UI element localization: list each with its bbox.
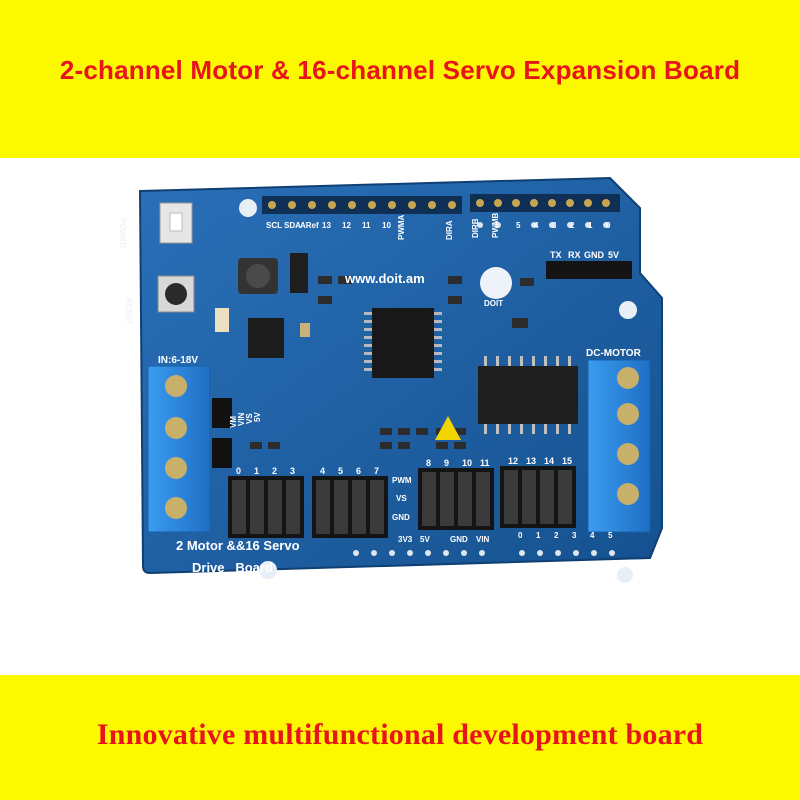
- serial-label-5v: 5V: [608, 250, 619, 260]
- jumper-label: 5V: [253, 412, 262, 422]
- board-illustration: www.doit.am DOIT POWER RESET IN:6-18V DC…: [118, 176, 663, 583]
- top-pin-label: 5: [516, 221, 521, 230]
- esd-symbol: [435, 416, 461, 440]
- top-header-left: [262, 196, 462, 214]
- analog-pin-label: 4: [590, 531, 595, 540]
- jumper-label: VM: [229, 416, 238, 428]
- mount-hole: [619, 301, 637, 319]
- power-pin-label: 3V3: [398, 535, 413, 544]
- analog-pin-label: 2: [554, 531, 559, 540]
- serial-label-rx: RX: [568, 250, 581, 260]
- diode: [290, 253, 308, 293]
- pad-row: [477, 222, 609, 228]
- servo-channel-label: 12: [508, 456, 518, 466]
- silkscreen-line-1: 2 Motor &&16 Servo: [176, 538, 300, 553]
- regulator-chip: [248, 318, 284, 358]
- servo-channel-label: 9: [444, 458, 449, 468]
- silkscreen-line-2: Drive Board: [192, 560, 273, 575]
- servo-channel-label: 7: [374, 466, 379, 476]
- doit-logo: [480, 267, 512, 299]
- serial-label-tx: TX: [550, 250, 562, 260]
- top-pin-label: 11: [362, 221, 371, 230]
- analog-pin-label: 5: [608, 531, 613, 540]
- bottom-pads: [353, 550, 615, 556]
- voltage-jumpers: [212, 398, 232, 468]
- top-pin-label: SCL: [266, 221, 282, 230]
- analog-pin-label: 1: [536, 531, 541, 540]
- top-pin-label: 1: [588, 221, 593, 230]
- servo-channel-label: 0: [236, 466, 241, 476]
- motor-terminal-block: [587, 359, 651, 533]
- servo-channel-label: 14: [544, 456, 554, 466]
- input-voltage-label: IN:6-18V: [158, 355, 198, 366]
- top-header-right: [470, 194, 620, 212]
- servo-row-vs: VS: [396, 494, 407, 503]
- product-photo: www.doit.am DOIT POWER RESET IN:6-18V DC…: [0, 158, 800, 675]
- reset-label: RESET: [124, 298, 133, 325]
- servo-channel-label: 15: [562, 456, 572, 466]
- servo-channel-label: 6: [356, 466, 361, 476]
- top-pin-label: ARef: [300, 221, 319, 230]
- dc-motor-label: DC-MOTOR: [586, 348, 642, 359]
- servo-channel-label: 13: [526, 456, 536, 466]
- top-pin-label: PWMA: [397, 214, 406, 240]
- logo-text: DOIT: [484, 299, 503, 308]
- jumper-label: VIN: [237, 412, 246, 426]
- servo-channel-label: 11: [480, 458, 490, 468]
- jumper-label: VS: [245, 413, 254, 424]
- power-pin-label: VIN: [476, 535, 490, 544]
- power-pin-label: GND: [450, 535, 468, 544]
- serial-label-gnd: GND: [584, 250, 605, 260]
- servo-row-pwm: PWM: [392, 476, 412, 485]
- top-pin-label: 4: [534, 221, 539, 230]
- servo-channel-label: 8: [426, 458, 431, 468]
- top-pin-label: PWMB: [491, 212, 500, 238]
- analog-pin-label: 3: [572, 531, 577, 540]
- top-pin-label: 13: [322, 221, 331, 230]
- serial-header: [546, 261, 632, 279]
- analog-pin-label: 0: [518, 531, 523, 540]
- power-switch: [159, 202, 193, 244]
- servo-channel-label: 4: [320, 466, 325, 476]
- banner-tagline: Innovative multifunctional development b…: [96, 717, 704, 751]
- power-terminal-block: [147, 365, 211, 533]
- servo-channel-label: 10: [462, 458, 472, 468]
- top-pin-label: DIRB: [471, 218, 480, 238]
- servo-channel-label: 5: [338, 466, 343, 476]
- banner-title: 2-channel Motor & 16-channel Servo Expan…: [59, 54, 741, 85]
- top-pin-label: SDA: [284, 221, 301, 230]
- bottom-banner: Innovative multifunctional development b…: [0, 675, 800, 800]
- servo-row-gnd: GND: [392, 513, 410, 522]
- website-label: www.doit.am: [344, 271, 425, 286]
- motor-driver-chip: [478, 366, 578, 424]
- mount-hole: [259, 561, 277, 579]
- smd-components: [250, 276, 534, 449]
- top-pin-label: 2: [570, 221, 575, 230]
- pwm-controller-chip: [372, 308, 434, 378]
- top-pin-label: 3: [552, 221, 557, 230]
- top-pin-label: DIRA: [445, 220, 454, 240]
- power-pin-label: 5V: [420, 535, 430, 544]
- top-banner: 2-channel Motor & 16-channel Servo Expan…: [0, 0, 800, 158]
- servo-channel-label: 3: [290, 466, 295, 476]
- servo-channel-label: 1: [254, 466, 259, 476]
- power-pin-labels: 3V3 5V GND VIN: [398, 535, 490, 544]
- top-pin-label: 10: [382, 221, 391, 230]
- top-pin-label: 0: [606, 221, 611, 230]
- analog-labels: 0 1 2 3 4 5: [518, 531, 613, 540]
- top-pin-label: 12: [342, 221, 351, 230]
- mount-hole: [617, 567, 633, 583]
- power-label: POWER: [118, 218, 127, 248]
- mount-hole: [239, 199, 257, 217]
- servo-channel-label: 2: [272, 466, 277, 476]
